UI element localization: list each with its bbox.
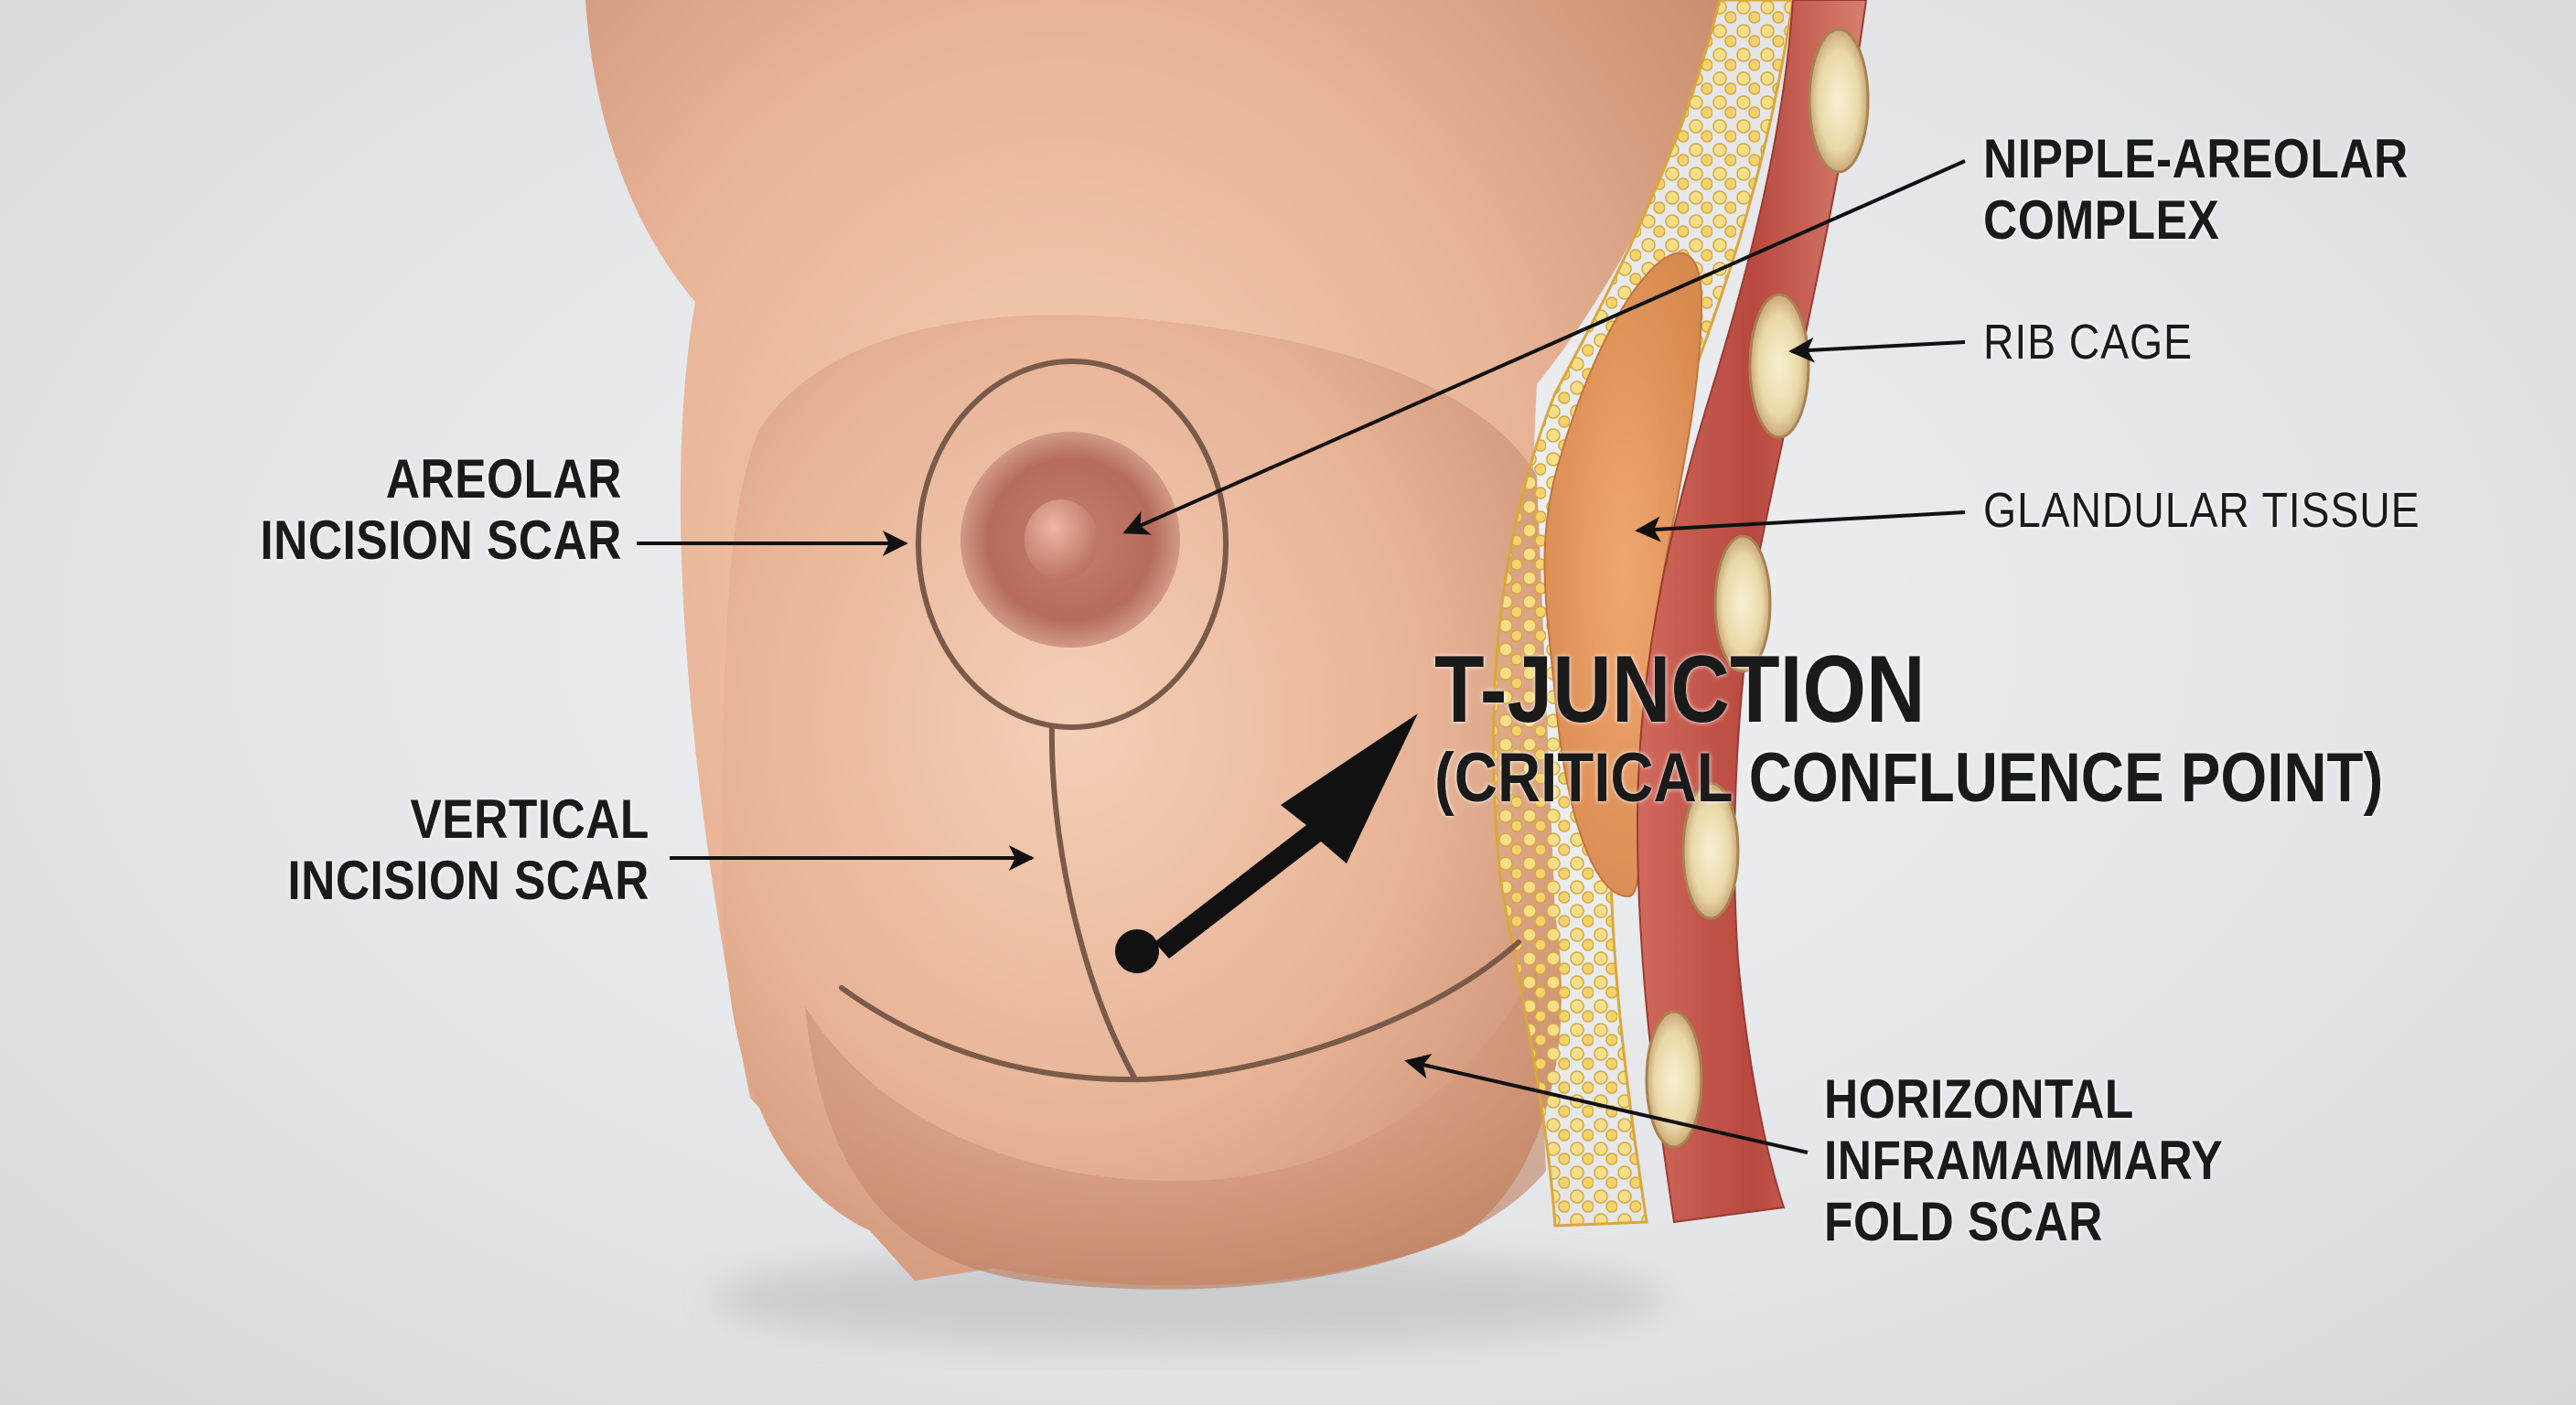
label-nipple-areolar-complex: NIPPLE-AREOLAR COMPLEX: [1983, 128, 2409, 251]
t-junction-title: T-JUNCTION: [1434, 637, 1926, 743]
label-line: NIPPLE-AREOLAR: [1983, 128, 2409, 189]
label-line: HORIZONTAL: [1824, 1068, 2134, 1130]
label-line: VERTICAL: [410, 788, 649, 850]
label-areolar-incision-scar: AREOLAR INCISION SCAR: [261, 448, 622, 571]
label-line: AREOLAR: [385, 448, 622, 509]
horizontal-inframammary-scar: [839, 939, 1521, 1083]
label-line: RIB CAGE: [1983, 315, 2193, 370]
breast-underside-shadow: [805, 970, 1546, 1290]
label-line: FOLD SCAR: [1824, 1191, 2103, 1253]
leader-gland: [1635, 510, 1966, 542]
vertical-incision-scar: [1048, 724, 1137, 1080]
label-line: COMPLEX: [1983, 189, 2220, 252]
label-glandular-tissue: GLANDULAR TISSUE: [1983, 483, 2420, 538]
label-rib-cage: RIB CAGE: [1983, 315, 2193, 370]
label-vertical-incision-scar: VERTICAL INCISION SCAR: [288, 788, 649, 911]
t-junction-dot: [1115, 929, 1159, 973]
t-junction-arrow: [1154, 713, 1418, 959]
leader-lines: [637, 159, 1966, 1154]
breast-mound: [723, 315, 1562, 1286]
label-t-junction: T-JUNCTION (CRITICAL CONFLUENCE POINT): [1434, 637, 2384, 818]
areolar-incision-scar: [916, 359, 1229, 730]
incision-scars: [839, 359, 1521, 1083]
label-horizontal-inframammary-fold-scar: HORIZONTAL INFRAMAMMARY FOLD SCAR: [1824, 1068, 2223, 1253]
label-line: INCISION SCAR: [260, 509, 622, 572]
nipple: [1025, 499, 1098, 580]
label-line: INCISION SCAR: [287, 850, 649, 912]
leader-nipple: [1122, 159, 1966, 535]
label-line: INFRAMAMMARY: [1824, 1130, 2224, 1192]
label-line: GLANDULAR TISSUE: [1983, 483, 2420, 538]
t-junction-subtitle: (CRITICAL CONFLUENCE POINT): [1434, 739, 2384, 818]
leader-rib: [1788, 337, 1966, 363]
leader-horizontal: [1404, 1053, 1809, 1154]
rib-bones: [1645, 27, 1870, 1149]
muscle-layer: [1636, 0, 1868, 1224]
